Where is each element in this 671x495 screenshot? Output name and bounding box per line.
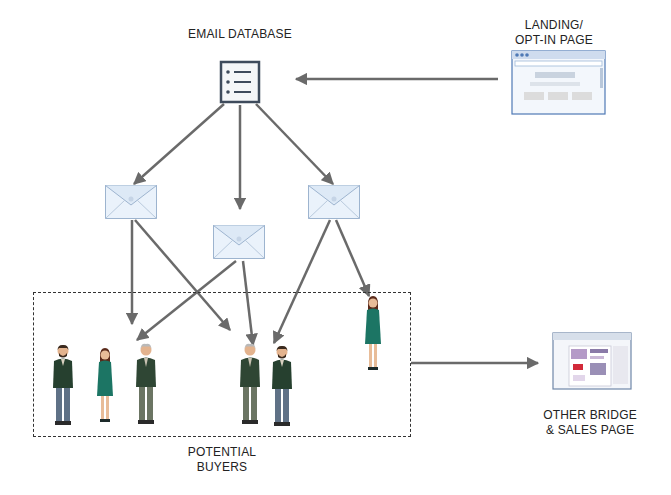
node-label: POTENTIAL BUYERS — [180, 445, 264, 475]
node-label: EMAIL DATABASE — [184, 27, 296, 42]
database-node: EMAIL DATABASE — [184, 27, 296, 105]
landing-page-node: LANDING/ OPT-IN PAGE — [498, 18, 610, 116]
node-label: OTHER BRIDGE & SALES PAGE — [539, 408, 641, 438]
flow-arrow — [296, 78, 498, 81]
buyers-group-box: POTENTIAL BUYERS — [33, 292, 411, 437]
sales-page-node: OTHER BRIDGE & SALES PAGE — [538, 330, 642, 438]
flow-arrow — [411, 362, 538, 365]
node-label: LANDING/ OPT-IN PAGE — [509, 18, 599, 48]
